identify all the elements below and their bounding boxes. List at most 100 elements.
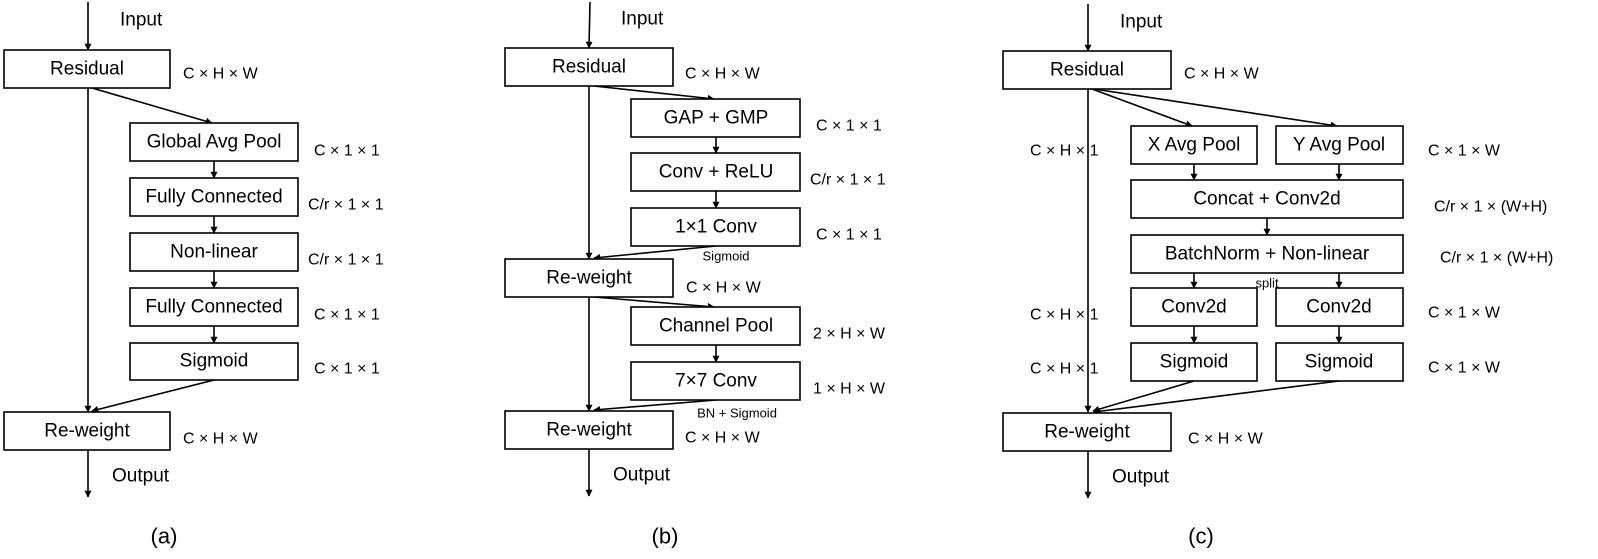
dim-a-reweight: C × H × W <box>183 431 259 448</box>
panel-b: Residual GAP + GMP Conv + ReLU 1×1 Conv … <box>504 1 886 549</box>
box-b-residual-label: Residual <box>552 57 626 78</box>
label-a-output: Output <box>112 466 170 487</box>
box-a-fc2 <box>129 287 299 327</box>
box-b-channelpool-label: Channel Pool <box>659 316 773 337</box>
dim-c-concat: C/r × 1 × (W+H) <box>1434 199 1547 216</box>
box-b-conv1x1 <box>630 207 801 247</box>
edge-b-conv7-rw2 <box>593 399 717 413</box>
box-a-sigmoid <box>129 342 299 381</box>
edge-a-res-gap <box>91 87 213 125</box>
box-a-nonlinear-label: Non-linear <box>170 242 258 263</box>
box-c-concat <box>1130 179 1404 219</box>
label-c-output: Output <box>1112 467 1170 488</box>
dim-c-bn: C/r × 1 × (W+H) <box>1440 250 1553 267</box>
edge-b-res-gapgmp <box>593 85 715 102</box>
box-b-residual <box>504 47 674 87</box>
box-a-sigmoid-label: Sigmoid <box>180 351 249 372</box>
box-c-conv2d-right <box>1275 287 1404 327</box>
box-c-sigmoid-right-label: Sigmoid <box>1305 352 1374 373</box>
dim-a-fc2: C × 1 × 1 <box>314 307 380 324</box>
box-a-nonlinear <box>129 232 299 272</box>
panel-c-caption: (c) <box>1188 524 1214 549</box>
box-c-conv2d-right-label: Conv2d <box>1306 297 1372 318</box>
edge-c-sig-r-rw <box>1093 380 1340 415</box>
dim-b-reweight1: C × H × W <box>686 280 762 297</box>
note-b-bn-sigmoid: BN + Sigmoid <box>697 406 777 421</box>
dim-c-y3: C × 1 × W <box>1428 360 1501 377</box>
box-c-residual <box>1002 50 1172 90</box>
edge-c-sig-l-rw <box>1092 380 1195 413</box>
label-b-input: Input <box>621 9 664 30</box>
box-b-convrelu-label: Conv + ReLU <box>659 162 774 183</box>
dim-b-conv7x7: 1 × H × W <box>813 381 886 398</box>
box-a-residual <box>3 49 171 89</box>
label-a-input: Input <box>120 10 163 31</box>
box-b-reweight1 <box>504 258 674 298</box>
panel-a: Residual Global Avg Pool Fully Connected… <box>3 2 384 549</box>
box-c-concat-label: Concat + Conv2d <box>1193 189 1340 210</box>
panel-c: Residual X Avg Pool Y Avg Pool Concat + … <box>1002 4 1553 549</box>
dim-a-gap: C × 1 × 1 <box>314 143 380 160</box>
label-b-output: Output <box>613 465 671 486</box>
edge-b-input <box>585 1 593 49</box>
box-c-sigmoid-left <box>1130 342 1258 382</box>
note-b-sigmoid: Sigmoid <box>703 249 750 264</box>
box-b-conv7x7-label: 7×7 Conv <box>675 371 757 392</box>
dim-c-reweight: C × H × W <box>1188 431 1264 448</box>
box-c-xavgpool-label: X Avg Pool <box>1148 135 1241 156</box>
dim-c-x1: C × H × 1 <box>1030 143 1099 160</box>
box-b-reweight1-label: Re-weight <box>546 268 632 289</box>
panel-a-caption: (a) <box>151 524 178 549</box>
dim-a-fc1: C/r × 1 × 1 <box>308 197 384 214</box>
edge-a-sig-rw <box>91 379 215 413</box>
box-c-xavgpool <box>1130 125 1258 165</box>
dim-a-residual: C × H × W <box>183 66 259 83</box>
box-b-reweight2 <box>504 410 674 450</box>
panel-b-caption: (b) <box>652 524 679 549</box>
box-c-residual-label: Residual <box>1050 60 1124 81</box>
box-b-channelpool <box>630 306 801 346</box>
box-c-sigmoid-right <box>1275 342 1404 382</box>
box-c-reweight-label: Re-weight <box>1044 422 1130 443</box>
dim-c-x2: C × H × 1 <box>1030 307 1099 324</box>
dim-b-residual: C × H × W <box>685 66 761 83</box>
dim-b-gapgmp: C × 1 × 1 <box>816 118 882 135</box>
dim-c-x3: C × H × 1 <box>1030 361 1099 378</box>
dim-a-nonlinear: C/r × 1 × 1 <box>308 252 384 269</box>
dim-b-conv1x1: C × 1 × 1 <box>816 227 882 244</box>
box-a-fc1-label: Fully Connected <box>145 187 282 208</box>
edge-b-rw1-cpool <box>593 296 715 310</box>
box-a-gap-label: Global Avg Pool <box>147 132 282 153</box>
label-c-input: Input <box>1120 12 1163 33</box>
box-c-yavgpool-label: Y Avg Pool <box>1293 135 1385 156</box>
box-b-reweight2-label: Re-weight <box>546 420 632 441</box>
dim-a-sigmoid: C × 1 × 1 <box>314 361 380 378</box>
box-b-convrelu <box>630 152 801 192</box>
box-c-reweight <box>1002 412 1172 452</box>
box-a-fc2-label: Fully Connected <box>145 297 282 318</box>
dim-b-reweight2: C × H × W <box>685 430 761 447</box>
box-b-gapgmp <box>630 98 801 138</box>
box-b-conv1x1-label: 1×1 Conv <box>675 217 757 238</box>
dim-c-y1: C × 1 × W <box>1428 143 1501 160</box>
box-c-conv2d-left-label: Conv2d <box>1161 297 1227 318</box>
box-a-reweight <box>3 411 171 451</box>
box-a-residual-label: Residual <box>50 59 124 80</box>
dim-c-residual: C × H × W <box>1184 66 1260 83</box>
edge-c-res-ypool <box>1093 88 1338 129</box>
dim-b-channelpool: 2 × H × W <box>813 326 886 343</box>
box-c-bn <box>1130 234 1404 274</box>
box-a-gap <box>129 122 299 162</box>
dim-c-y2: C × 1 × W <box>1428 305 1501 322</box>
note-c-split: split <box>1255 276 1279 291</box>
edge-c-res-xpool <box>1091 88 1193 128</box>
dim-b-convrelu: C/r × 1 × 1 <box>810 172 886 189</box>
box-a-fc1 <box>129 177 299 217</box>
edge-b-conv1x1-rw1 <box>593 245 717 261</box>
box-a-reweight-label: Re-weight <box>44 421 130 442</box>
box-b-conv7x7 <box>630 361 801 401</box>
box-b-gapgmp-label: GAP + GMP <box>664 108 769 129</box>
box-c-bn-label: BatchNorm + Non-linear <box>1165 244 1370 265</box>
